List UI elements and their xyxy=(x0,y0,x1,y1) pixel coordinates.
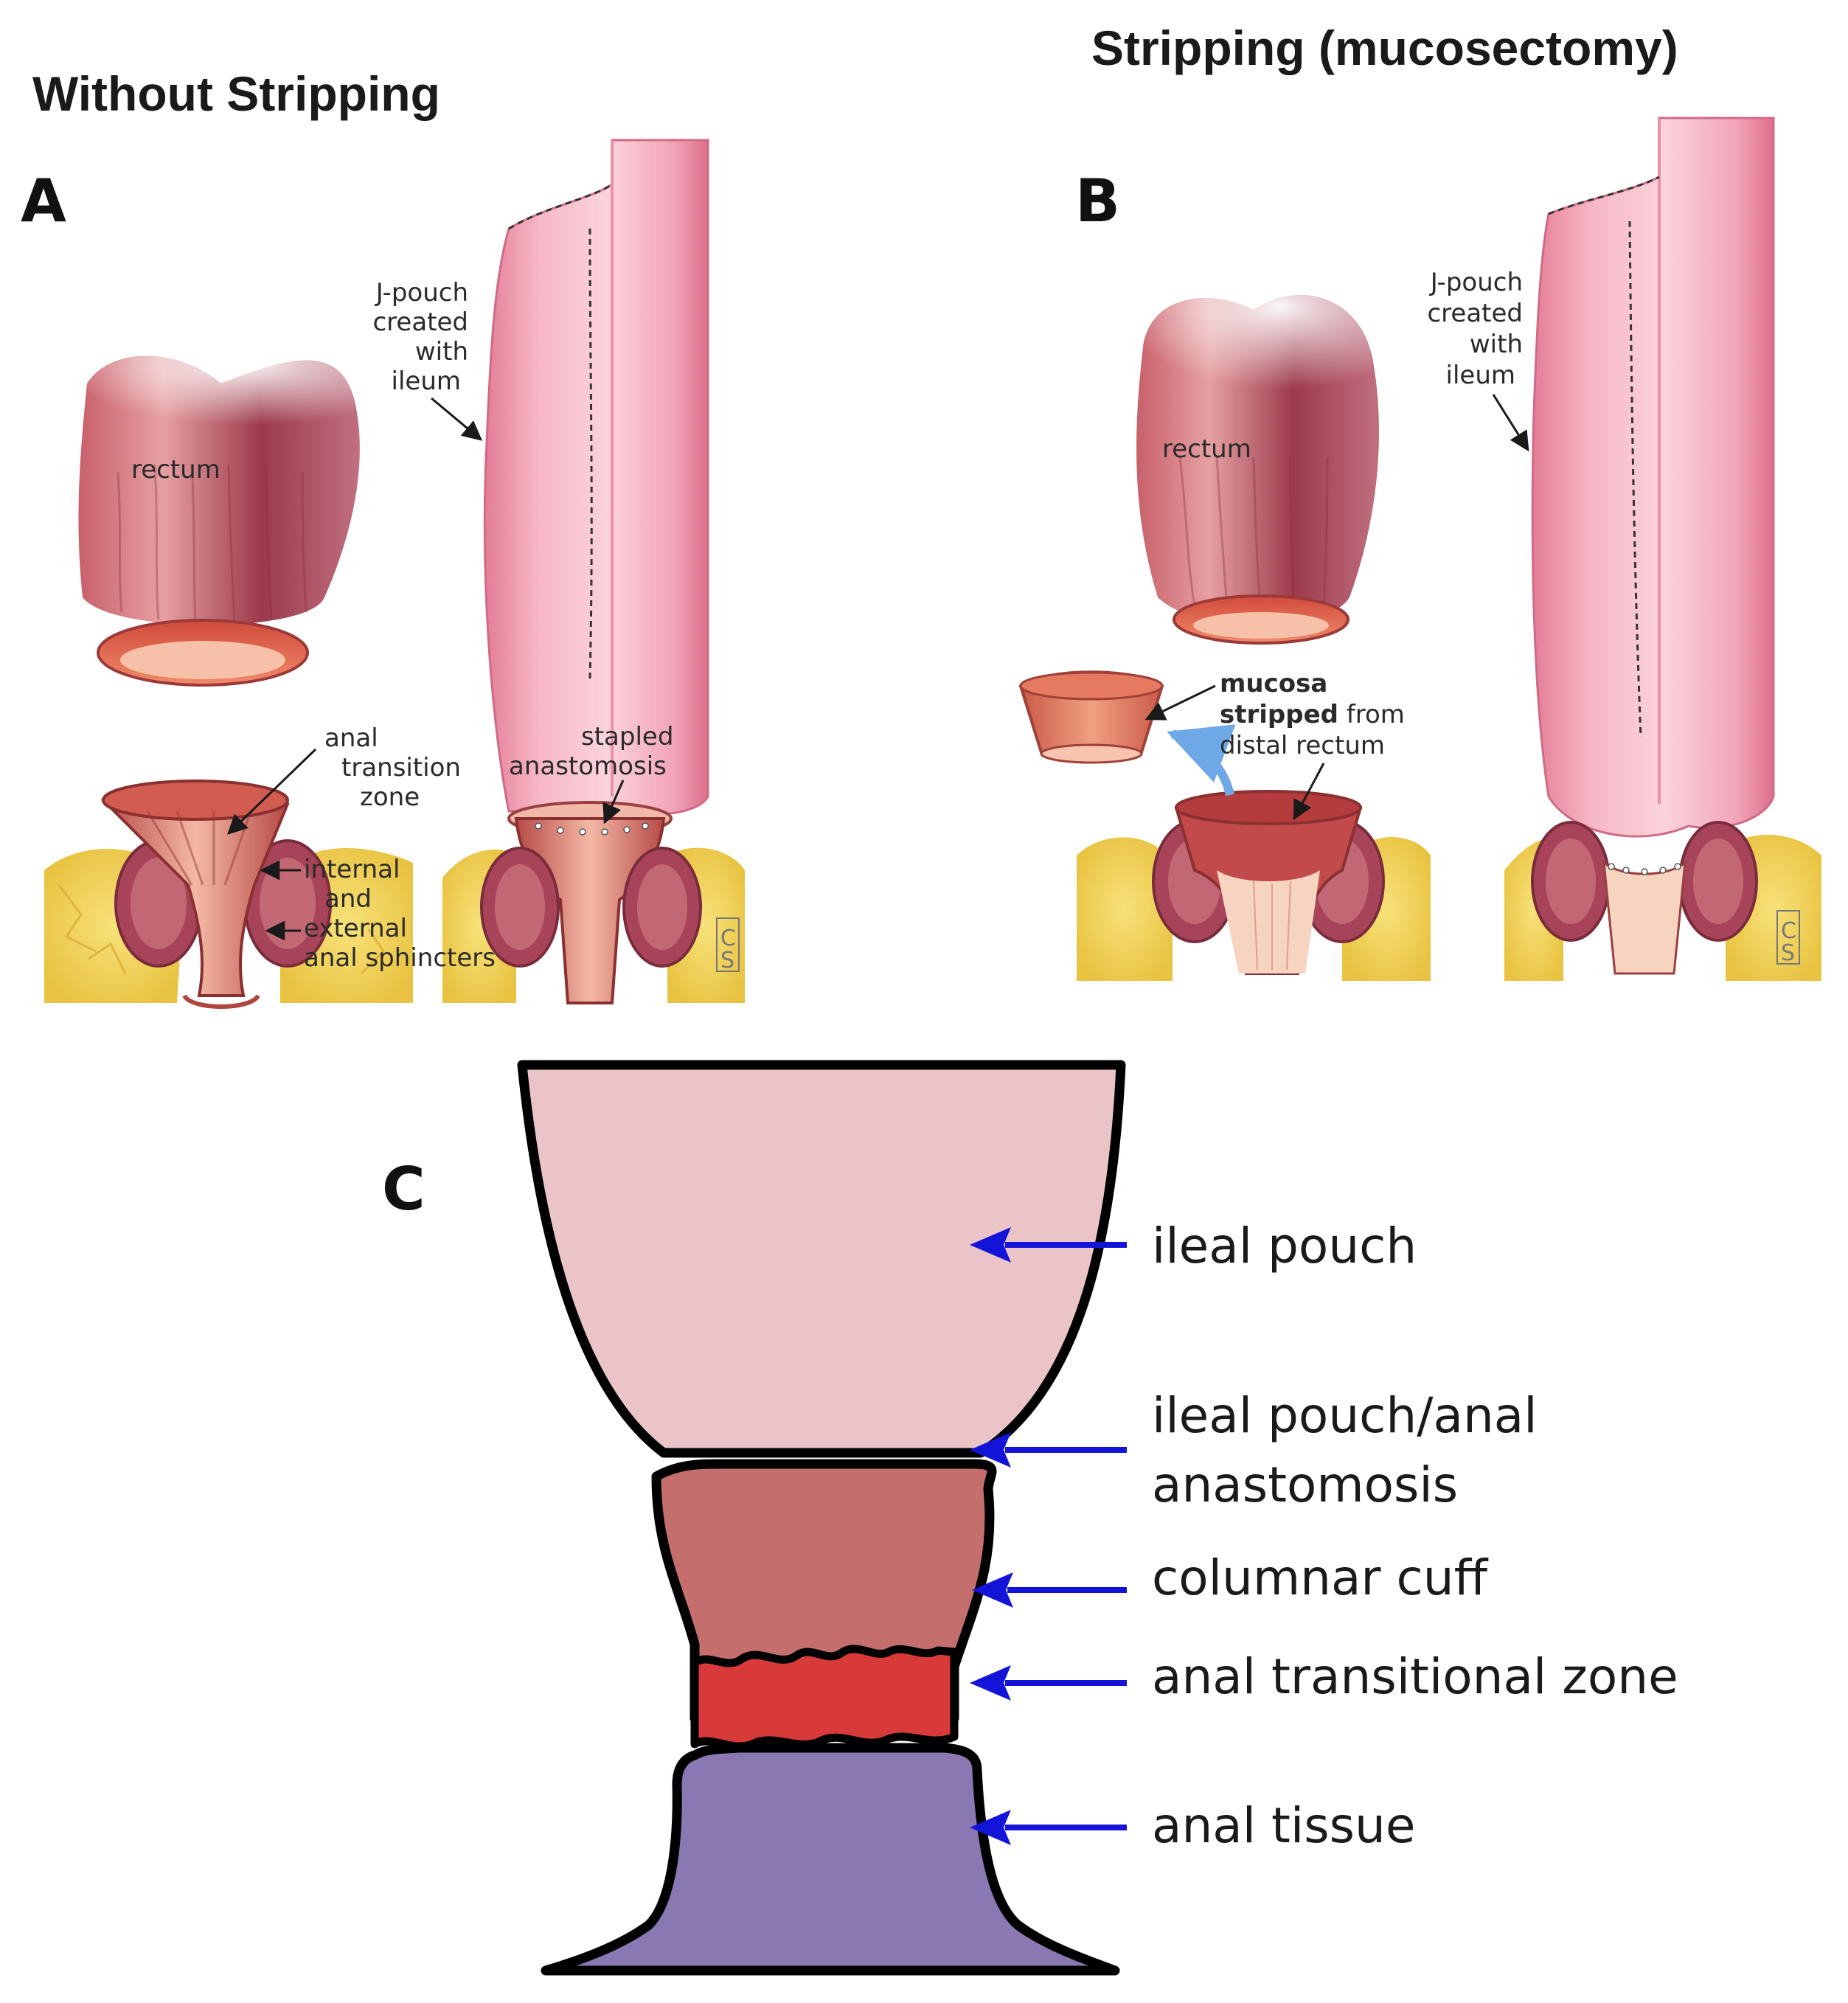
panel-a-jpouch-label: J-pouch created with ileum xyxy=(372,278,468,396)
panel-b-jpouch-line-4: ileum xyxy=(1446,361,1515,390)
panel-b-mucosa-label: mucosa stripped from distal rectum xyxy=(1220,669,1405,760)
panel-b-rectum-label: rectum xyxy=(1162,434,1251,464)
panel-b-blue-arrow xyxy=(1167,724,1236,796)
panel-c-letter: C xyxy=(382,1155,425,1223)
arrow-ileal-pouch xyxy=(970,1227,1127,1263)
panel-b-jpouch-line-1: J-pouch xyxy=(1429,268,1523,297)
panel-a-rectum-illustration xyxy=(78,355,360,687)
heading-without-stripping: Without Stripping xyxy=(32,66,440,121)
panel-a-atz-line-2: transition xyxy=(341,753,461,782)
panel-b-jpouch-line-3: with xyxy=(1470,330,1523,359)
panel-a-jpouch-line-4: ileum xyxy=(392,367,461,396)
panel-b-mucosa-bold-word: stripped xyxy=(1220,700,1338,729)
arrow-columnar-cuff xyxy=(972,1572,1127,1608)
ileal-pouch-region xyxy=(517,1060,1126,1458)
panel-b-mucosa-line-2: stripped from xyxy=(1220,700,1405,729)
panel-b-letter: B xyxy=(1075,167,1120,235)
label-ileal-pouch: ileal pouch xyxy=(1152,1218,1417,1274)
panel-a-logo-c: C xyxy=(720,926,736,951)
arrow-anastomosis xyxy=(970,1432,1127,1468)
panel-b-mucosa-cone-illustration xyxy=(1018,670,1164,764)
panel-b-mucosa-arrow-1 xyxy=(1144,684,1216,721)
panel-a-jpouch-line-2: created xyxy=(372,308,468,337)
panel-b-jpouch-arrow xyxy=(1492,394,1529,452)
label-ileal-pouch-anal-line-2: anastomosis xyxy=(1152,1457,1458,1513)
heading-stripping: Stripping (mucosectomy) xyxy=(1091,21,1678,75)
arrow-anal-transitional-zone xyxy=(970,1665,1127,1701)
panel-b-logo-s: S xyxy=(1781,940,1795,966)
panel-b-logo-c: C xyxy=(1781,918,1796,944)
panel-a-logo-s: S xyxy=(720,948,734,973)
panel-b-mucosa-from: from xyxy=(1338,700,1405,729)
panel-c-schematic xyxy=(517,1060,1126,1976)
panel-b-jpouch-line-2: created xyxy=(1427,299,1523,328)
panel-a-atz-line-3: zone xyxy=(360,782,420,812)
panel-a-stapled-line-2: anastomosis xyxy=(509,751,667,781)
panel-a-jpouch-line-3: with xyxy=(415,337,468,367)
panel-a-jpouch-arrow xyxy=(431,397,483,441)
panel-a-stapled-arrow xyxy=(602,780,625,825)
panel-a-atz-arrow xyxy=(227,748,317,835)
label-columnar-cuff: columnar cuff xyxy=(1152,1549,1489,1606)
panel-b-rectum-illustration xyxy=(1136,295,1379,645)
panel-a-sphincter-line-3: external xyxy=(304,914,407,943)
label-anal-transitional-zone: anal transitional zone xyxy=(1152,1648,1678,1705)
anal-tissue-region xyxy=(541,1743,1120,1976)
panel-c-arrows xyxy=(970,1227,1127,1845)
panel-a-anal-canal-illustration xyxy=(44,780,413,1009)
panel-c-labels: ileal pouch ileal pouch/anal anastomosis… xyxy=(1152,1218,1678,1854)
panel-b-mucosa-line-3: distal rectum xyxy=(1220,731,1385,760)
panel-a-sphincter-label: internal and external anal sphincters xyxy=(304,855,496,973)
panel-b-mucosa-line-1: mucosa xyxy=(1220,669,1327,698)
panel-a-rectum-label: rectum xyxy=(131,455,220,485)
panel-a-j-pouch-illustration: C S xyxy=(442,139,745,1004)
arrow-anal-tissue xyxy=(970,1810,1127,1845)
panel-b: B rectum xyxy=(1018,117,1821,981)
panel-a-atz-label: anal transition zone xyxy=(324,723,461,812)
panel-a-sphincter-line-4: anal sphincters xyxy=(304,943,496,973)
panel-a-atz-line-1: anal xyxy=(324,723,378,753)
panel-a-jpouch-line-1: J-pouch xyxy=(375,278,468,308)
panel-b-j-pouch-illustration: C S xyxy=(1504,117,1821,981)
label-anal-tissue: anal tissue xyxy=(1152,1797,1415,1854)
panel-a: A rectum xyxy=(21,139,745,1009)
panel-b-anal-canal-illustration xyxy=(1077,790,1431,981)
panel-a-sphincter-line-2: and xyxy=(324,884,372,914)
anal-transitional-zone-region xyxy=(690,1645,959,1751)
panel-a-stapled-label: stapled anastomosis xyxy=(509,722,673,781)
panel-a-sphincter-line-1: internal xyxy=(304,855,400,884)
label-ileal-pouch-anal-line-1: ileal pouch/anal xyxy=(1152,1387,1538,1444)
panel-a-letter: A xyxy=(21,167,66,235)
panel-c: C ileal pouch ileal pouch/anal anastomos… xyxy=(382,1060,1678,1976)
panel-b-mucosa-arrow-2 xyxy=(1293,763,1325,821)
panel-b-jpouch-label: J-pouch created with ileum xyxy=(1427,268,1523,390)
panel-a-stapled-line-1: stapled xyxy=(581,722,673,751)
